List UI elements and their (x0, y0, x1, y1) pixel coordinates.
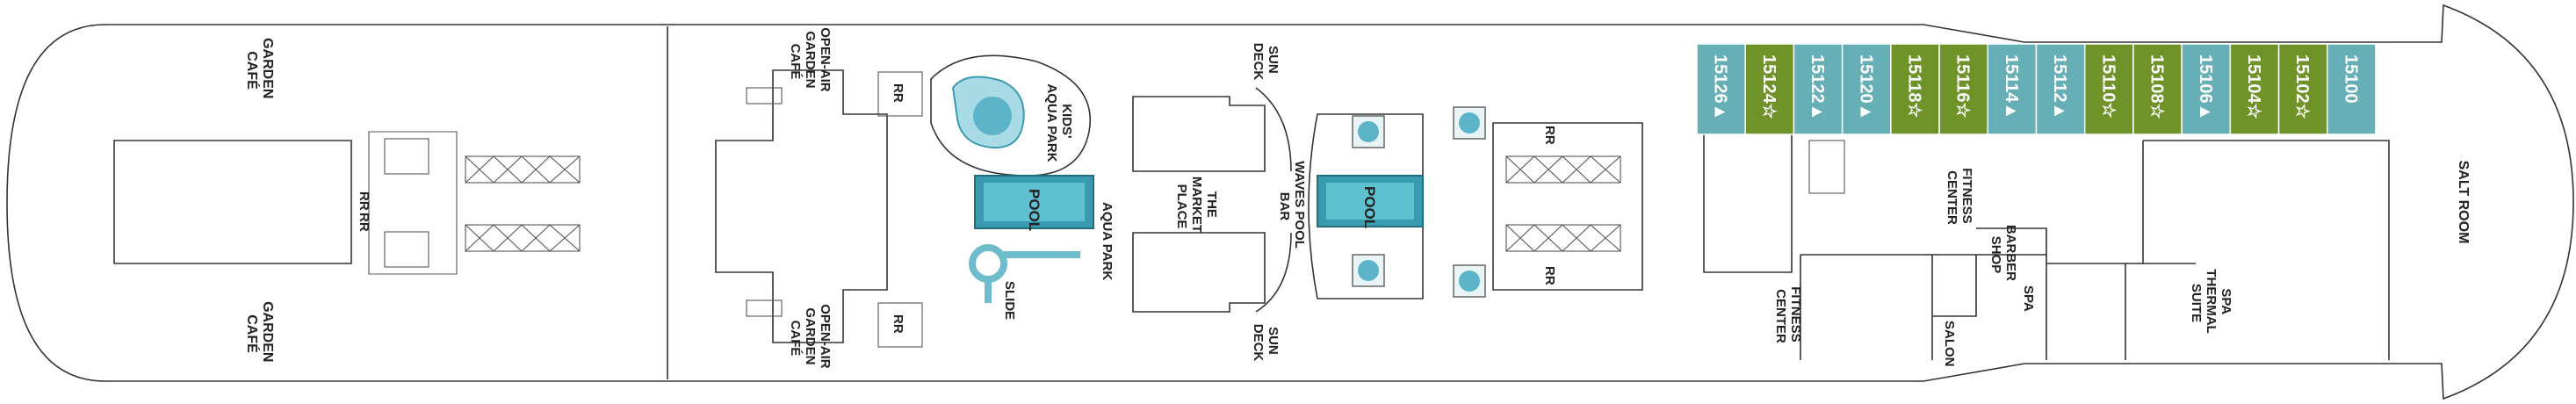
elevator-bank-mid-top (1505, 155, 1621, 184)
cabin-label-15114: 15114▲ (2002, 54, 2021, 119)
salt-room-wall (2142, 140, 2390, 360)
label-spa-thermal-suite: SPA THERMAL SUITE (2189, 269, 2233, 336)
label-kids-aqua-park: KIDS' AQUA PARK (1044, 83, 1074, 162)
cabin-label-15102: 15102☆ (2292, 54, 2312, 119)
label-salt-room: SALT ROOM (2456, 161, 2471, 244)
cabin-15106[interactable] (2181, 43, 2232, 135)
cabin-15108[interactable] (2132, 43, 2183, 135)
label-rr-aft-bottom: RR (891, 314, 906, 334)
slide-icon (969, 244, 1080, 303)
cabin-label-15126: 15126▲ (1711, 54, 1730, 120)
cabin-15100[interactable] (2327, 43, 2377, 135)
cabin-label-15106: 15106▲ (2196, 54, 2215, 120)
label-garden-cafe-bottom: GARDEN CAFÉ (244, 301, 275, 366)
market-place-outline (1132, 96, 1266, 172)
label-open-air-top: OPEN-AIR GARDEN CAFÉ (788, 27, 833, 96)
label-fitness-center-top: FITNESS CENTER (1945, 168, 1974, 227)
label-waves-pool-bar: WAVES POOL BAR (1277, 161, 1307, 252)
cabin-label-15108: 15108☆ (2147, 54, 2167, 119)
garden-cafe-core-inner (368, 131, 458, 275)
rr-box-top (877, 71, 923, 117)
label-salon: SALON (1942, 321, 1957, 367)
label-rr-center-2: RR (357, 213, 372, 232)
label-pool-2: POOL (1361, 186, 1378, 228)
hot-tub-icons (1352, 106, 1486, 298)
kids-pool-center (973, 97, 1012, 135)
cabin-label-15116: 15116☆ (1953, 54, 1973, 119)
cabin-15112[interactable] (2035, 43, 2086, 135)
cabin-label-15120: 15120▲ (1856, 54, 1875, 120)
elevator-bank-mid-bottom (1505, 224, 1621, 252)
garden-cafe-core (113, 140, 352, 264)
label-market-place: THE MARKET PLACE (1174, 177, 1219, 236)
stair-top (384, 138, 429, 175)
cabin-15120[interactable] (1841, 43, 1892, 135)
cabin-15104[interactable] (2229, 43, 2280, 135)
hull-outline (6, 4, 2574, 400)
label-sun-deck-bottom: SUN DECK (1251, 324, 1281, 362)
open-air-structure (715, 69, 888, 343)
label-fitness-center-bottom: FITNESS CENTER (1773, 286, 1803, 346)
market-place-outline-lower (1132, 232, 1266, 313)
cabin-15114[interactable] (1987, 43, 2038, 135)
pool-2-inner (1326, 183, 1414, 220)
cabin-label-15110: 15110☆ (2098, 54, 2118, 119)
cabin-label-15124: 15124☆ (1759, 54, 1779, 119)
barber-spa-walls (1976, 227, 2196, 360)
cabin-label-15118: 15118☆ (1904, 54, 1923, 119)
cabin-15124[interactable] (1744, 43, 1795, 135)
label-barber-shop: BARBER SHOP (1988, 225, 2018, 285)
cabin-15102[interactable] (2277, 43, 2328, 135)
cabin-15116[interactable] (1938, 43, 1989, 135)
elevator-bank-forward-bottom (465, 224, 581, 252)
cabin-label-15100: 15100 (2341, 54, 2360, 104)
stair-open-air-top (746, 87, 783, 105)
rr-box-bottom (877, 302, 923, 348)
pool-1-inner (984, 183, 1085, 221)
fitness-walls (1703, 131, 2047, 360)
stair-bottom (384, 231, 429, 268)
waves-bar-outline (1308, 113, 1424, 299)
deck-curve-bottom (1255, 232, 1292, 313)
label-rr-center-1: RR (357, 191, 372, 211)
label-aqua-park: AQUA PARK (1100, 202, 1115, 280)
label-rr-mid-top: RR (1542, 126, 1557, 145)
cabin-label-15104: 15104☆ (2244, 54, 2263, 119)
label-spa: SPA (2021, 285, 2036, 312)
label-sun-deck-top: SUN DECK (1251, 43, 1281, 81)
label-rr-aft-top: RR (891, 83, 906, 103)
cabin-15110[interactable] (2083, 43, 2134, 135)
deck-curve-top (1255, 87, 1292, 172)
elevator-bank-forward-top (465, 155, 581, 184)
label-open-air-bottom: OPEN-AIR GARDEN CAFÉ (788, 304, 833, 372)
stair-forward (1808, 140, 1845, 194)
label-rr-mid-bottom: RR (1542, 266, 1557, 285)
cabin-label-15112: 15112▲ (2050, 54, 2069, 119)
cabin-strip: 15126▲ 15124☆ 15122▲ 15120▲ 15118☆ 15116☆ 1511… (1696, 43, 2377, 135)
cabin-15118[interactable] (1890, 43, 1940, 135)
cabin-label-15122: 15122▲ (1808, 54, 1827, 120)
label-garden-cafe-top: GARDEN CAFÉ (244, 38, 275, 103)
stair-open-air-bottom (746, 299, 783, 317)
label-pool-1: POOL (1026, 189, 1043, 231)
mid-core-outline (1492, 122, 1643, 291)
kids-aqua-park-outline (930, 54, 1091, 177)
label-slide: SLIDE (1002, 281, 1017, 320)
